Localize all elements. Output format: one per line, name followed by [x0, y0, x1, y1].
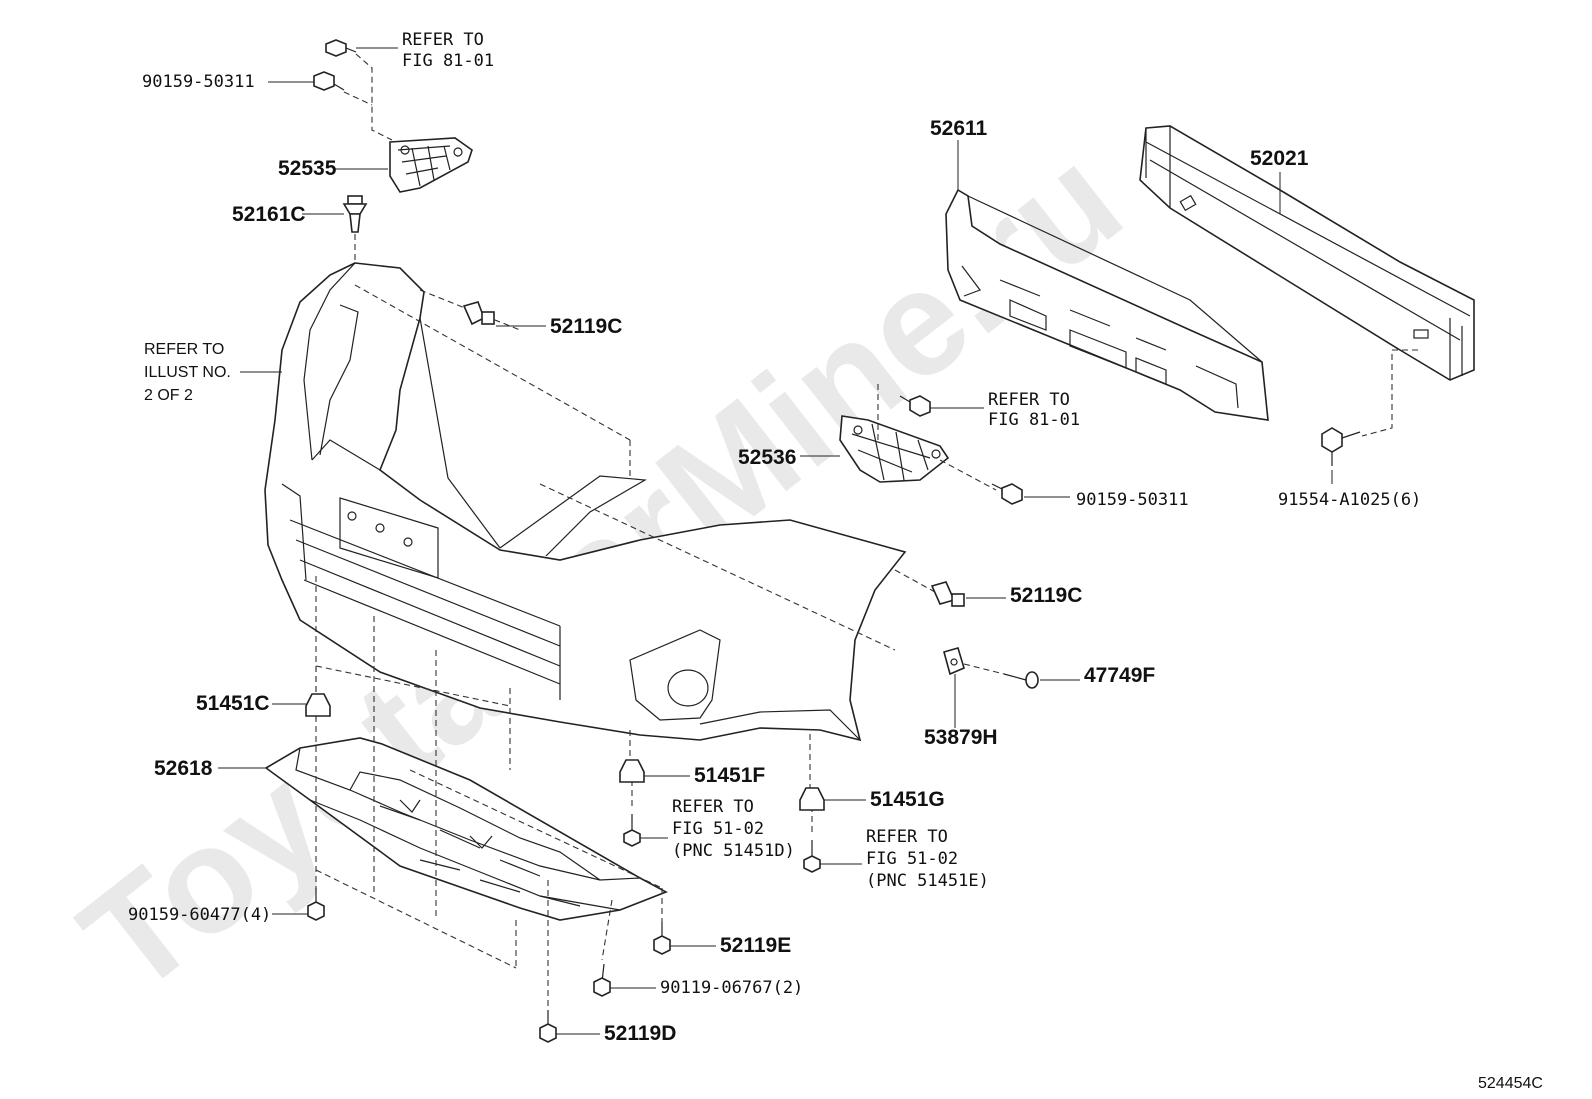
label-refer-fig-81-01-right-2: FIG 81-01: [988, 410, 1080, 430]
bolt-top-refer-icon: [325, 39, 357, 57]
bolt-51451e-refer-icon: [803, 840, 821, 873]
label-refer-illust-3: 2 OF 2: [144, 387, 193, 404]
label-refer-fig-81-01-right-1: REFER TO: [988, 390, 1070, 410]
label-52119c-top: 52119C: [550, 315, 622, 338]
clip-52119c-mid-icon: [930, 581, 965, 607]
bolt-90159-60477-icon: [307, 888, 325, 921]
bracket-52536: [839, 415, 950, 483]
label-90159-50311-top: 90159-50311: [142, 72, 255, 92]
label-refer-fig-51-02-e-2: FIG 51-02: [866, 849, 958, 869]
bolt-52119d-icon: [539, 1010, 557, 1043]
nut-53879h-icon: [943, 647, 965, 676]
label-refer-fig-51-02-d-2: FIG 51-02: [672, 819, 764, 839]
label-52161c: 52161C: [232, 203, 306, 226]
screw-47749f-icon: [1003, 671, 1039, 689]
clip-52161c-icon: [342, 195, 368, 233]
label-refer-fig-81-01-top-1: REFER TO: [402, 30, 484, 50]
label-refer-fig-51-02-e-3: (PNC 51451E): [866, 871, 989, 891]
clip-51451c-icon: [305, 693, 331, 717]
clip-52119c-top-icon: [462, 301, 495, 326]
bolt-51451d-refer-icon: [623, 814, 641, 847]
label-52119c-mid: 52119C: [1010, 584, 1082, 607]
bumper-reinforcement-52021: [1139, 125, 1475, 381]
label-90159-50311-right: 90159-50311: [1076, 490, 1189, 510]
label-51451c: 51451C: [196, 692, 270, 715]
bolt-52119e-icon: [653, 922, 671, 955]
label-90159-60477: 90159-60477(4): [128, 905, 271, 925]
label-90119-06767: 90119-06767(2): [660, 978, 803, 998]
label-52119e: 52119E: [720, 934, 791, 957]
label-refer-fig-81-01-top-2: FIG 81-01: [402, 51, 494, 71]
bolt-right-refer-icon: [899, 395, 931, 417]
energy-absorber-52611: [945, 188, 1269, 421]
bolt-90159-50311-right-icon: [991, 483, 1023, 505]
figure-code: 524454C: [1478, 1075, 1543, 1092]
under-cover-52618: [264, 737, 668, 921]
label-refer-illust-1: REFER TO: [144, 341, 224, 358]
clip-51451g-icon: [799, 787, 825, 811]
label-52021: 52021: [1250, 147, 1309, 170]
label-refer-fig-51-02-d-1: REFER TO: [672, 797, 754, 817]
label-52535: 52535: [278, 157, 337, 180]
label-52536: 52536: [738, 446, 796, 469]
label-91554-a1025: 91554-A1025(6): [1278, 490, 1421, 510]
label-refer-illust-2: ILLUST NO.: [144, 364, 231, 381]
label-refer-fig-51-02-e-1: REFER TO: [866, 827, 948, 847]
bumper-cover: [264, 262, 907, 742]
label-52611: 52611: [930, 117, 988, 140]
bolt-90119-06767-icon: [593, 963, 611, 997]
bracket-52535: [389, 137, 473, 193]
label-47749f: 47749F: [1084, 664, 1155, 687]
bolt-91554-icon: [1321, 427, 1361, 466]
clip-51451f-icon: [619, 759, 645, 783]
label-53879h: 53879H: [924, 726, 998, 749]
label-52618: 52618: [154, 757, 213, 780]
label-52119d: 52119D: [604, 1022, 676, 1045]
label-51451f: 51451F: [694, 764, 765, 787]
label-51451g: 51451G: [870, 788, 945, 811]
bolt-90159-50311-top-icon: [313, 71, 345, 91]
label-refer-fig-51-02-d-3: (PNC 51451D): [672, 841, 795, 861]
